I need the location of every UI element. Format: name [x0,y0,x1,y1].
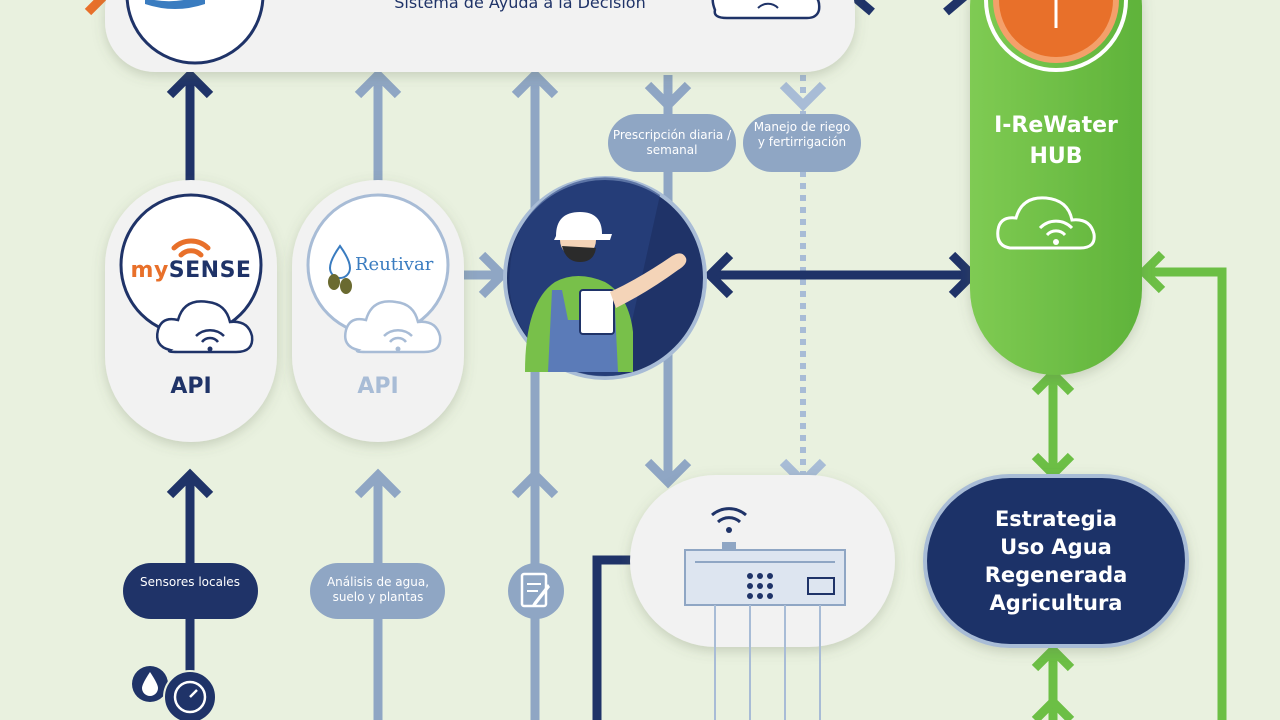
strategy-line4: Agricultura [989,591,1123,615]
arrow-head-reutivar-farmer [478,251,509,299]
reutivar-cloud-wifi [383,329,413,343]
arrow-head-strategy-bottom-2 [1031,695,1075,720]
hub-top-badge [993,0,1119,63]
strategy-line3: Regenerada [984,563,1128,587]
sensors-label: Sensores locales [140,575,240,589]
hub-title-line1: I-ReWater [994,113,1118,138]
reutivar-olive-icon [328,274,340,290]
header-logo-mark [145,0,205,9]
arrow-head-irrigation-top [779,81,827,112]
analysis-pill [310,563,445,619]
notes-pencil-icon [531,584,550,607]
arrow-head-orange [84,0,107,16]
mysense-logo-prefix: my [130,258,169,283]
water-drop-icon [142,672,158,696]
router-led [757,573,763,579]
arrow-head-notes-top [511,68,559,99]
gauge-needle-icon [189,689,198,698]
reutivar-cloud-icon [344,300,442,354]
router-led [747,573,753,579]
router-port [807,577,835,595]
reutivar-olive-icon-2 [340,278,352,294]
farmer-helmet-icon [554,212,612,240]
arrow-head-farmer-left [703,251,734,299]
mysense-logo: mySENSE [130,258,252,283]
connector-router-bottom [592,555,640,720]
farmer-beard [562,246,596,262]
hub-top-ring [984,0,1128,72]
irrigation-pill [743,114,861,172]
mysense-api-label: API [170,374,212,399]
header-logo-circle [125,0,265,65]
header-panel [105,0,855,72]
router-wifi-dot [726,527,732,533]
arrow-head-top-right-b [943,0,968,16]
router-led [747,583,753,589]
strategy-line1: Estrategia [994,507,1118,531]
reutivar-drop-icon [328,244,352,279]
strategy-title: Estrategia Uso Agua Regenerada Agricultu… [925,505,1187,617]
router-led [747,593,753,599]
hub-cloud-wifi [1038,219,1074,237]
arrow-head-sensors-up [166,468,214,499]
analysis-label: Análisis de agua, suelo y plantas [326,575,430,604]
arrow-head-top-right-a [850,0,875,16]
arrow-head-strategy-bottom [1031,643,1075,672]
strategy-panel [923,474,1189,648]
router-led [767,583,773,589]
router-led [767,593,773,599]
mysense-cloud-dot [207,346,213,352]
prescription-pill [608,114,736,172]
hub-panel [970,0,1142,375]
hub-cloud-dot [1053,239,1059,245]
mysense-logo-main: SENSE [168,258,252,283]
mysense-cloud-wifi [195,329,225,343]
hub-title: I-ReWater HUB [970,110,1142,172]
arrow-head-prescription-bottom [644,458,692,489]
irrigation-label: Manejo de riego y fertirrigación [753,120,851,149]
header-title: Sistema de Ayuda a la Decisión [394,0,646,12]
gauge-icon [173,680,207,714]
hub-title-line2: HUB [1029,144,1083,169]
reutivar-api-label: API [357,374,399,399]
router-antenna-base [722,542,736,550]
router-led [757,593,763,599]
reutivar-logo: Reutivar [355,254,434,275]
connector-hub-right-loop [1142,267,1227,720]
arrow-head-prescription-top [644,81,692,112]
mysense-cloud-icon [156,300,254,354]
arrow-head-mysense-up [166,68,214,99]
arrow-head-reutivar-up [354,68,402,99]
strategy-line2: Uso Agua [1000,535,1112,559]
mysense-wifi-icon [171,238,211,258]
router-led [767,573,773,579]
header-cloud-icon [711,0,821,20]
sensors-pill [123,563,258,619]
arrow-head-notes-mid [511,468,559,499]
reutivar-cloud-dot [395,346,401,352]
arrow-head-hub-right [1137,250,1166,294]
hub-cloud-icon [996,196,1096,250]
farmer-clipboard [579,289,615,335]
router-wifi-icon [711,507,747,524]
farmer-arm [610,253,687,308]
prescription-label: Prescripción diaria / semanal [612,128,732,157]
arrow-head-analysis-up [354,468,402,499]
header-cloud-wifi [757,2,779,9]
router-led [757,583,763,589]
